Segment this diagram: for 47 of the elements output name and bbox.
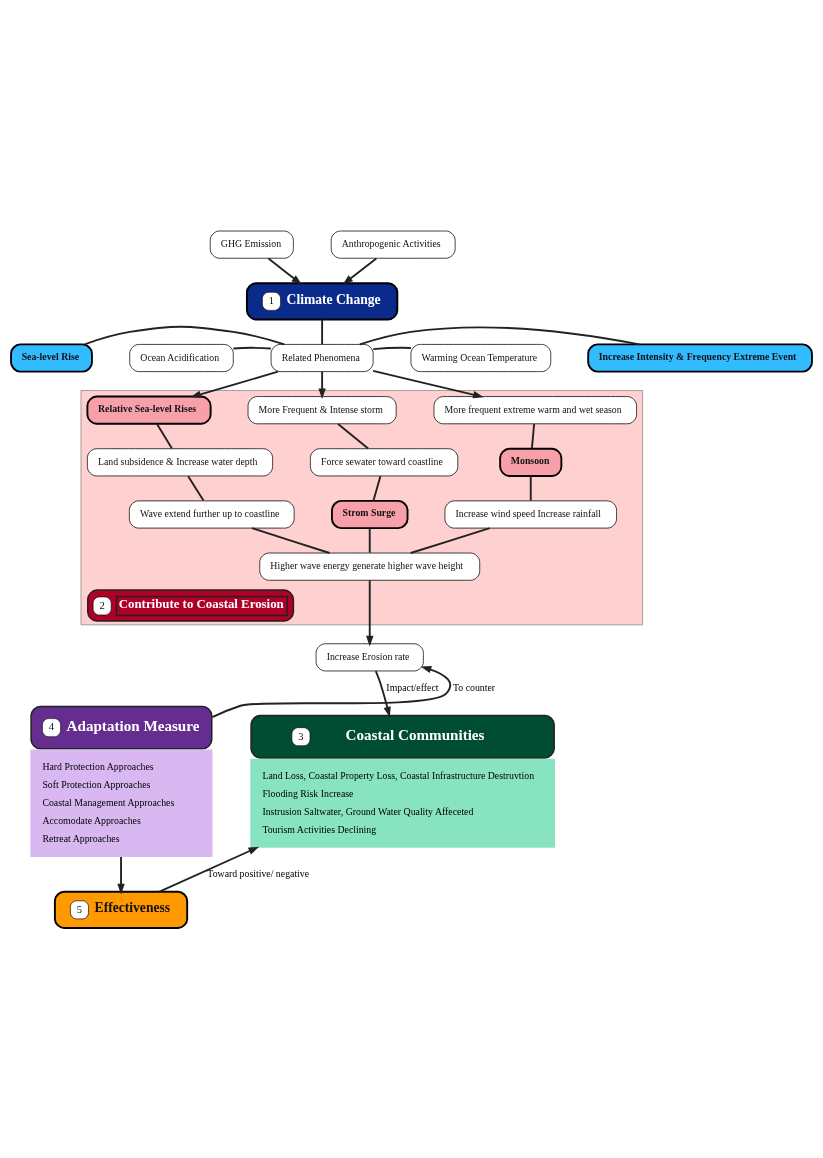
- edge-label: Impact/effect: [386, 681, 439, 693]
- node-box: More Frequent & Intense storm: [247, 395, 397, 424]
- connector: [368, 526, 371, 554]
- connector: [529, 474, 532, 501]
- node-box: GHG Emission: [209, 230, 294, 259]
- node-box: Land subsidence & Increase water depth: [87, 447, 273, 476]
- node-box: Related Phenomena: [270, 343, 374, 372]
- node-box: 5 Effectiveness: [53, 890, 189, 929]
- connector: [187, 474, 205, 501]
- edge-label: Toward positive/ negative: [207, 867, 310, 879]
- arrow: [372, 369, 484, 398]
- connector: [83, 325, 286, 345]
- node-box: 1 Climate Change: [245, 281, 399, 320]
- connector: [156, 422, 173, 449]
- node-box: Force sewater toward coastline: [310, 447, 459, 476]
- node-box: Monsoon: [499, 447, 563, 477]
- connector: [321, 318, 324, 345]
- node-box: Increase Erosion rate: [315, 642, 424, 671]
- arrow: [211, 665, 452, 718]
- connector: [232, 346, 272, 349]
- arrow: [318, 370, 326, 399]
- connector: [530, 422, 536, 449]
- node-box: Ocean Acidification: [129, 343, 234, 372]
- node-box: Warming Ocean Temperature: [410, 343, 552, 372]
- connector: [372, 474, 382, 501]
- edge-label: To counter: [453, 681, 496, 693]
- arrow: [117, 855, 125, 894]
- node-box: Relative Sea-level Rises: [86, 395, 212, 425]
- node-box: Anthropogenic Activities: [330, 230, 456, 259]
- node-box: Strom Surge: [331, 499, 409, 529]
- node-box: Wave extend further up to coastline: [129, 500, 295, 528]
- node-box: Sea-level Rise: [10, 342, 93, 373]
- connector: [337, 422, 370, 450]
- arrow: [366, 578, 374, 646]
- arrow: [190, 370, 279, 398]
- connector: [409, 526, 491, 554]
- node-box: Increase Intensity & Frequency Extreme Event: [587, 342, 813, 373]
- arrow: [158, 846, 260, 893]
- connector: [251, 526, 331, 554]
- arrow: [342, 257, 378, 285]
- arrow: [267, 257, 302, 285]
- arrow: [374, 669, 391, 717]
- node-box: Increase wind speed Increase rainfall: [444, 500, 617, 528]
- node-box: More frequent extreme warm and wet season: [433, 395, 637, 424]
- node-box: Higher wave energy generate higher wave height: [259, 552, 481, 581]
- connector: [372, 346, 412, 350]
- connector: [358, 326, 641, 345]
